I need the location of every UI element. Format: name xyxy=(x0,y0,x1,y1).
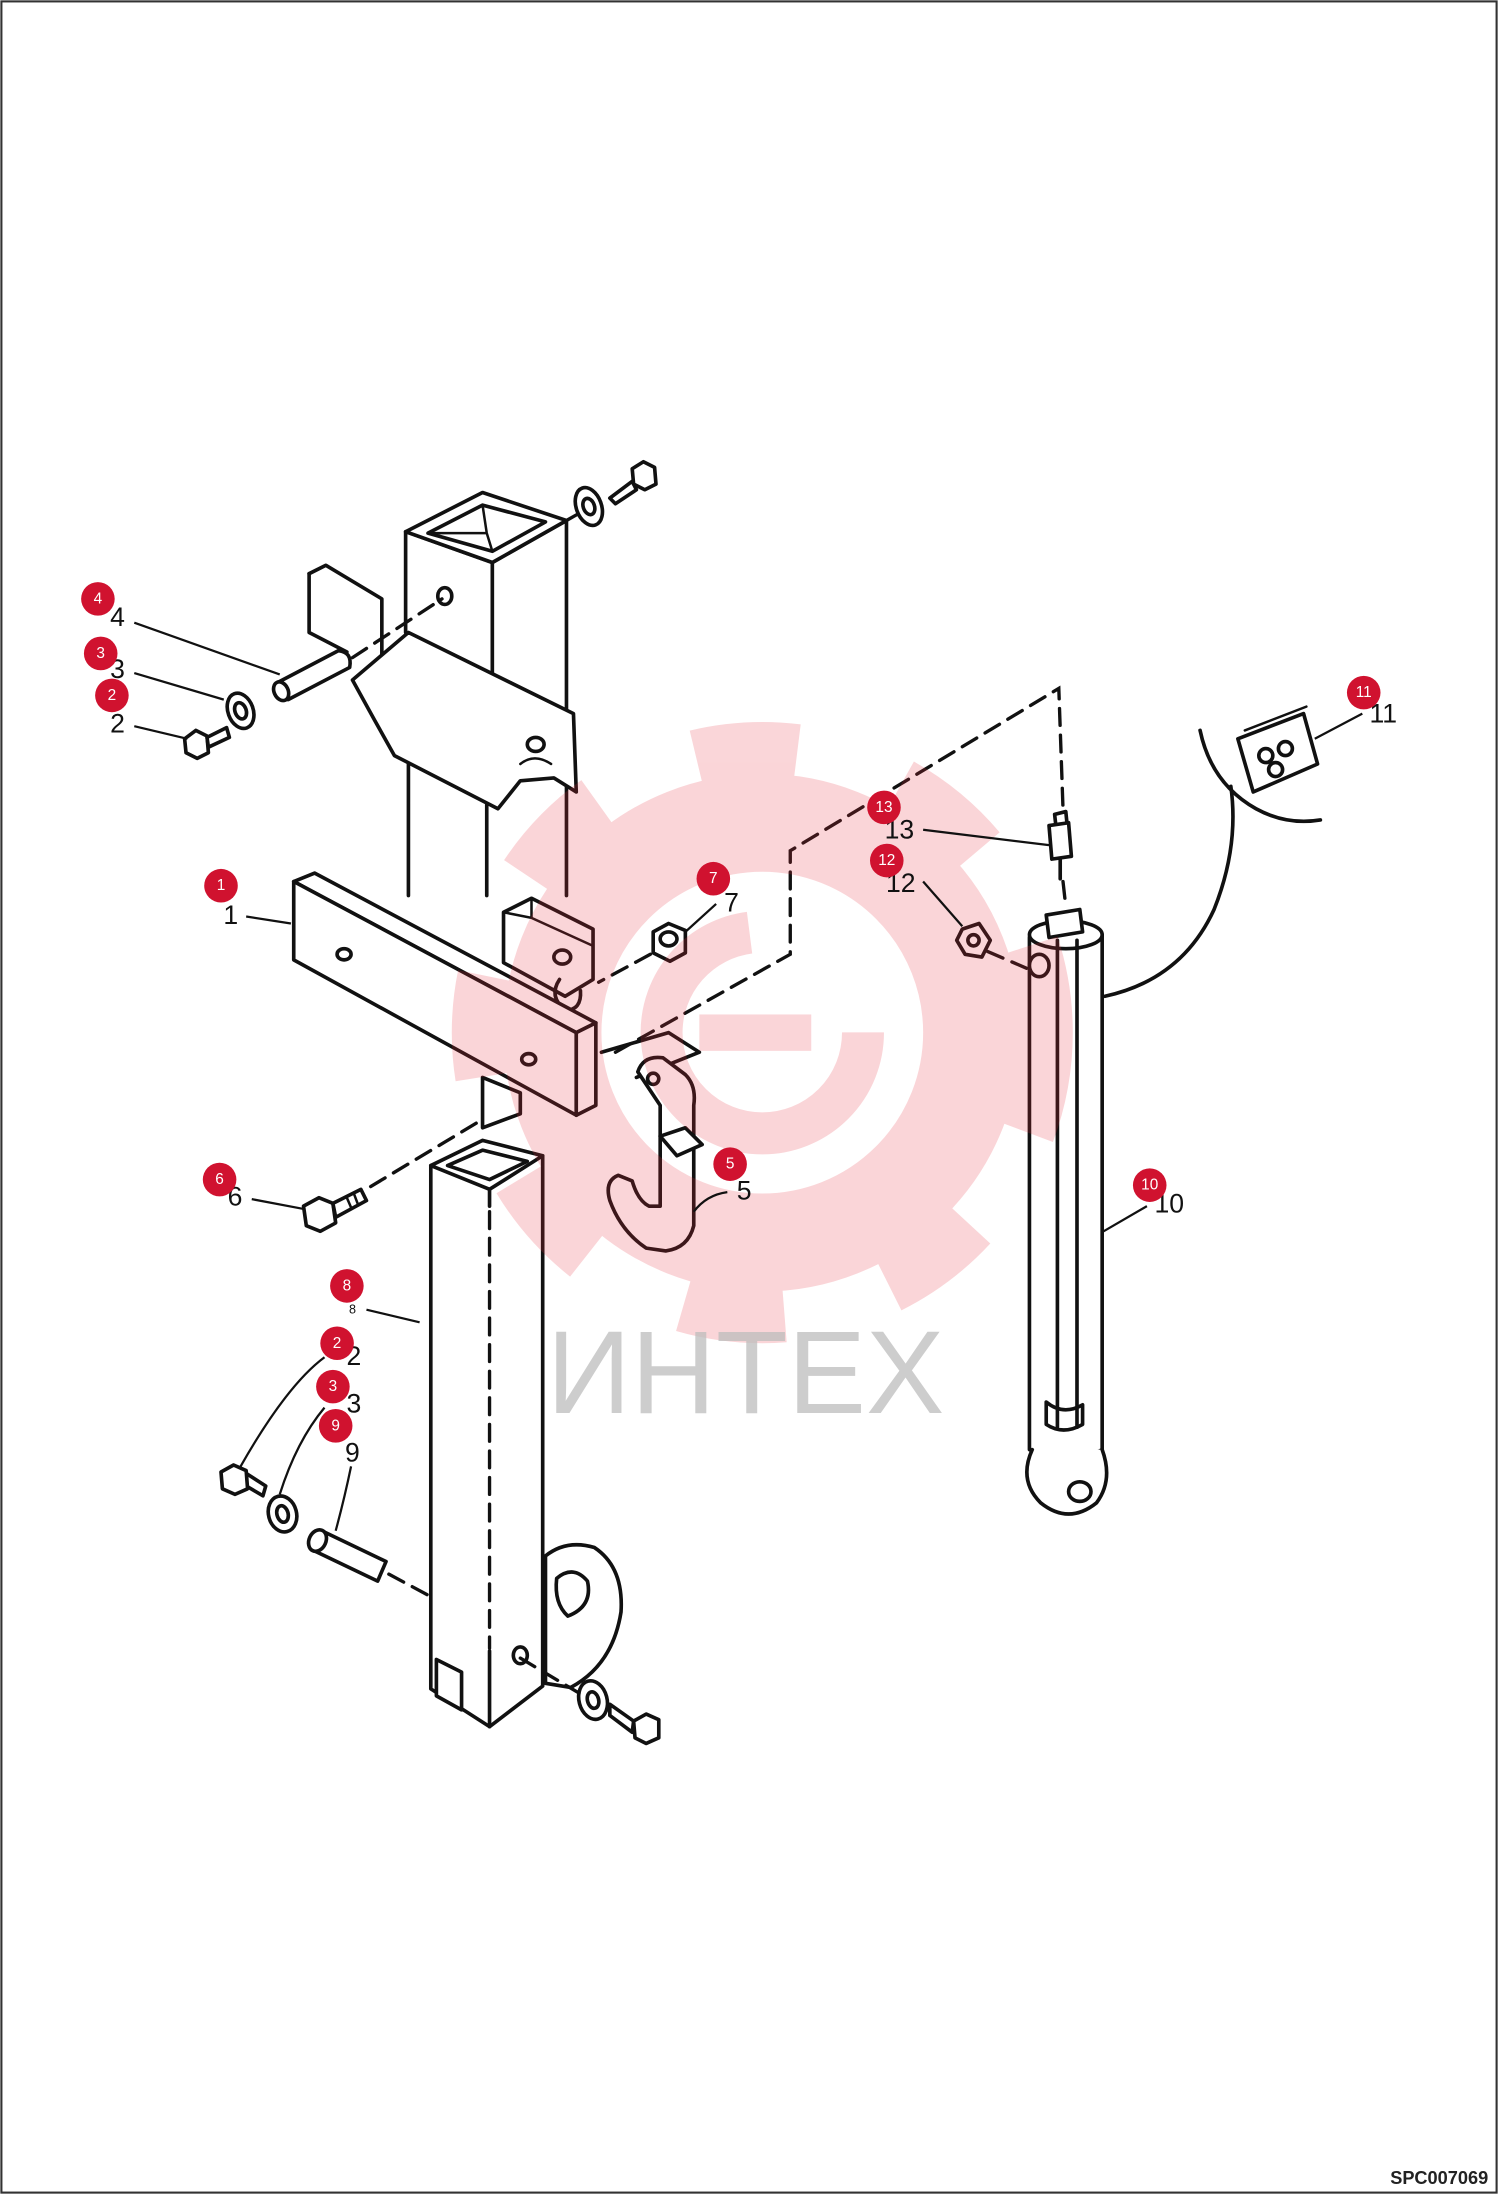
callout-badge[interactable] xyxy=(204,868,238,903)
callout-badge[interactable] xyxy=(83,636,118,671)
washer-3-lower xyxy=(266,1494,299,1534)
callout-badge[interactable] xyxy=(318,1409,353,1443)
washer-lower-right xyxy=(576,1678,610,1722)
watermark: ИНТЕХ xyxy=(451,722,1073,1438)
callout-label: 5 xyxy=(737,1176,752,1206)
coupler-block-11 xyxy=(1236,705,1320,794)
callout-3-upper[interactable]: 3 3 xyxy=(83,636,225,701)
drawing-code: SPC007069 xyxy=(1390,2168,1488,2188)
washer-3-upper xyxy=(225,691,256,731)
mounting-plate xyxy=(291,871,598,1118)
bolt-upper-right xyxy=(608,459,658,506)
post-collar-band xyxy=(350,630,579,811)
callout-1[interactable]: 1 1 xyxy=(204,868,292,930)
callout-label: 7 xyxy=(724,888,739,918)
washer-upper-right xyxy=(573,485,605,528)
callout-badge[interactable] xyxy=(316,1369,350,1404)
bolt-lower-right xyxy=(608,1702,661,1746)
bolt-6 xyxy=(301,1187,369,1234)
callout-badge[interactable] xyxy=(81,582,115,616)
callout-label: 8 xyxy=(349,1303,356,1317)
exploded-view-drawing xyxy=(182,459,1323,1746)
callout-label: 1 xyxy=(223,900,238,930)
bolt-2-lower xyxy=(219,1463,268,1498)
bolt-2-upper xyxy=(182,725,232,761)
callout-badge[interactable] xyxy=(1132,1168,1167,1202)
callout-badge[interactable] xyxy=(696,861,731,896)
callout-badge[interactable] xyxy=(202,1162,237,1197)
fitting-12 xyxy=(954,921,993,959)
callout-label: 3 xyxy=(346,1388,361,1418)
watermark-text: ИНТЕХ xyxy=(547,1307,945,1438)
callout-badge[interactable] xyxy=(869,843,904,878)
lower-gusset-plate xyxy=(480,1075,523,1130)
callout-label: 4 xyxy=(110,602,125,632)
pin-9 xyxy=(306,1527,388,1583)
assembly-lines xyxy=(350,513,1068,1695)
callout-badge[interactable] xyxy=(713,1147,747,1181)
hose-curve xyxy=(1198,728,1323,824)
callout-2-lower[interactable]: 2 2 xyxy=(239,1326,362,1467)
gear-logo-icon xyxy=(451,722,1073,1344)
back-bracket-plate xyxy=(307,563,384,663)
lower-post xyxy=(428,1138,545,1729)
lower-hook xyxy=(543,1542,624,1690)
hydraulic-cylinder xyxy=(1025,907,1109,1516)
callout-badge[interactable] xyxy=(1346,675,1381,710)
callout-5[interactable]: 5 5 xyxy=(692,1147,752,1213)
callout-label: 9 xyxy=(345,1437,360,1467)
hook-bracket xyxy=(606,1055,704,1253)
callout-badge[interactable] xyxy=(320,1326,354,1361)
callout-13[interactable]: 13 13 xyxy=(867,790,1050,847)
fitting-13 xyxy=(1047,809,1074,881)
hydraulic-hose xyxy=(1103,784,1235,999)
callout-badge[interactable] xyxy=(867,790,901,825)
nut xyxy=(651,921,688,964)
upper-post xyxy=(403,490,569,898)
pin-4 xyxy=(271,648,352,703)
callout-badge[interactable] xyxy=(330,1269,364,1303)
callout-label: 2 xyxy=(110,708,125,738)
callout-badge[interactable] xyxy=(95,678,129,713)
